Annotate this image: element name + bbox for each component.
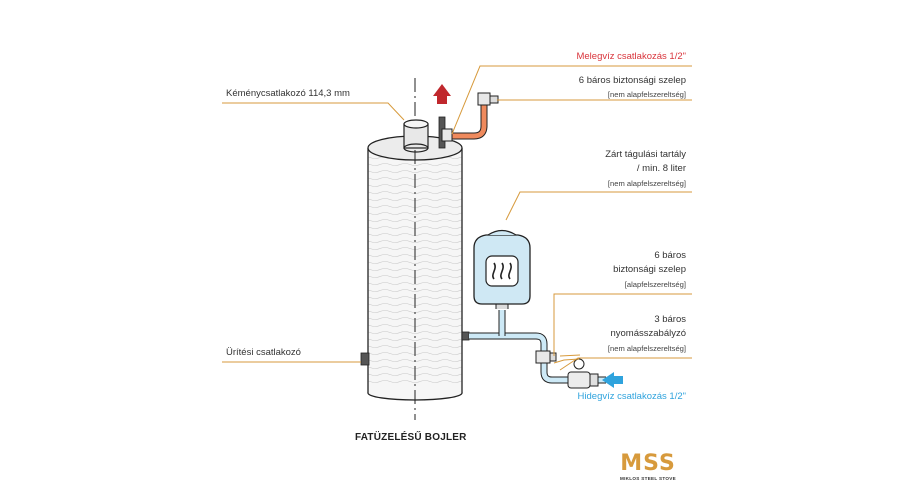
logo-subtitle: MIKLOS STEEL STOVE	[619, 476, 677, 481]
cold-water-arrow	[602, 372, 623, 388]
label-safety-valve-low-line2: biztonsági szelep	[613, 264, 686, 275]
label-expansion-tank-line1: Zárt tágulási tartály	[605, 149, 686, 160]
label-chimney: Kéménycsatlakozó 114,3 mm	[226, 88, 350, 99]
leader-pressure-regulator-2	[559, 357, 692, 371]
mss-logo: MSS MIKLOS STEEL STOVE	[616, 451, 680, 482]
hot-water-pipe	[438, 92, 499, 149]
cold-water-pipe	[461, 310, 606, 389]
diagram-title: FATÜZELÉSŰ BOJLER	[355, 432, 467, 443]
leader-pressure-regulator	[553, 354, 581, 364]
logo-mark: MSS	[620, 451, 676, 476]
boiler-body	[367, 78, 463, 420]
leader-lines	[222, 65, 692, 371]
chimney-connector	[403, 119, 429, 153]
label-hot-water: Melegvíz csatlakozás 1/2"	[576, 51, 686, 62]
leader-expansion-tank	[505, 191, 692, 221]
label-cold-water: Hidegvíz csatlakozás 1/2"	[577, 391, 686, 402]
leader-safety-valve-low	[553, 293, 692, 356]
label-safety-valve-low-line1: 6 báros	[654, 250, 686, 261]
leader-chimney	[222, 102, 405, 121]
label-pressure-regulator-note: [nem alapfelszereltség]	[607, 344, 686, 353]
hot-water-arrow	[433, 84, 451, 104]
expansion-tank	[473, 229, 531, 309]
label-pressure-regulator-line1: 3 báros	[654, 314, 686, 325]
label-drain: Ürítési csatlakozó	[226, 347, 301, 358]
drain-connector	[360, 352, 370, 366]
leader-hot-water	[451, 65, 692, 135]
label-expansion-tank-note: [nem alapfelszereltség]	[607, 179, 686, 188]
label-safety-valve-low-note: [alapfelszereltség]	[624, 280, 686, 289]
label-safety-valve-top: 6 báros biztonsági szelep	[578, 75, 686, 86]
label-pressure-regulator-line2: nyomásszabályzó	[610, 328, 686, 339]
label-expansion-tank-line2: / min. 8 liter	[636, 163, 686, 174]
label-safety-valve-top-note: [nem alapfelszereltség]	[607, 90, 686, 99]
